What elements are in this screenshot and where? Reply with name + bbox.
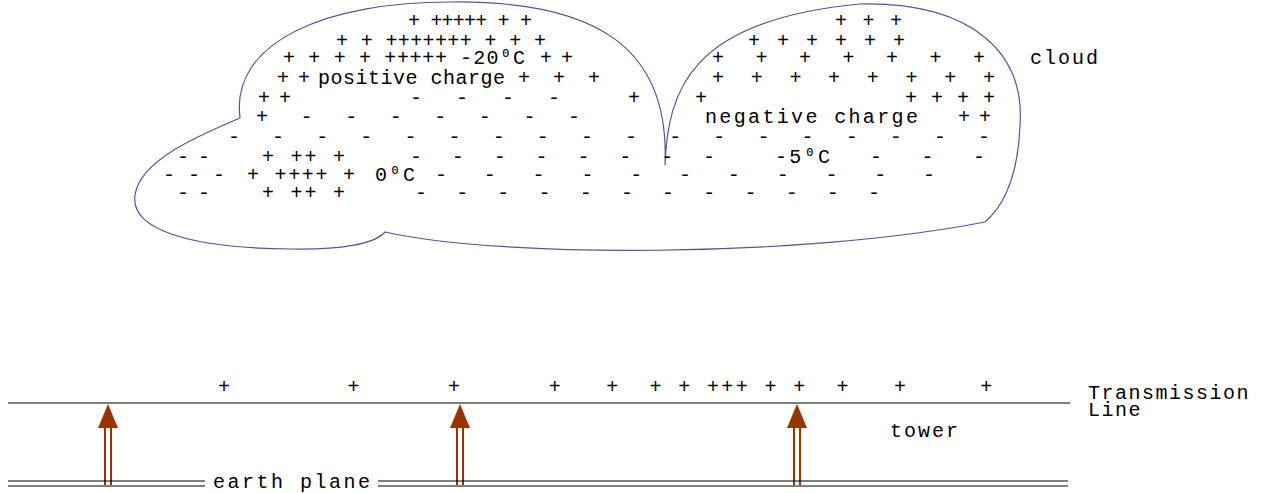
negative-charge-symbols: - - - - - - - - - - - - <box>415 184 889 204</box>
negative-charge-symbols: - - <box>177 148 209 168</box>
negative-charge-symbols: - - - <box>163 166 226 186</box>
positive-charge-symbols: + + + + <box>905 89 996 109</box>
region-label: positive charge <box>318 69 506 89</box>
positive-charge-symbols: + ++ + <box>262 184 347 204</box>
positive-charge-symbols: + + + + + + + <box>712 49 995 69</box>
negative-charge-symbols: - - - - - - - - - - - <box>435 166 947 186</box>
transmission-line <box>8 402 1070 403</box>
positive-charge-symbols: + + + <box>835 12 904 32</box>
cloud-outline <box>135 2 1021 250</box>
earth-plane-label: earth plane <box>213 473 373 493</box>
line-charge-symbols: + + + + + + + +++ + + + + + <box>218 378 995 398</box>
positive-charge-symbols: + + <box>258 89 290 109</box>
negative-charge-symbols: - - - <box>870 148 999 168</box>
positive-charge-symbols: + + + <box>518 69 606 89</box>
transmission-line-label: Transmission Line <box>1088 385 1258 419</box>
cloud-label: cloud <box>1030 49 1100 69</box>
positive-charge-symbols: + + + + +++++ <box>283 49 448 69</box>
region-label: negative charge <box>705 108 920 128</box>
tower-label: tower <box>890 422 960 442</box>
positive-charge-symbols: + + <box>540 49 572 69</box>
temperature-label: 0⁰C <box>375 166 417 186</box>
temperature-label: -20⁰C <box>460 49 526 69</box>
positive-charge-symbols: + <box>695 89 707 109</box>
tower-arrow <box>787 404 807 485</box>
negative-charge-symbols: - - - - - - - - - - - - - - - - - - <box>228 128 1000 148</box>
negative-charge-symbols: - - <box>177 184 209 204</box>
temperature-label: -5⁰C <box>775 148 832 168</box>
earth-plane-line <box>8 481 1068 486</box>
positive-charge-symbols: + ++ + <box>262 148 347 168</box>
charge-symbols: + - - - - - - - <box>256 108 590 128</box>
negative-charge-symbols: - - - - - - - - <box>410 148 724 168</box>
negative-charge-symbols: - - - - <box>410 89 571 109</box>
positive-charge-symbols: + + <box>277 69 309 89</box>
positive-charge-symbols: + <box>628 89 640 109</box>
positive-charge-symbols: + ++++ + <box>247 166 357 186</box>
positive-charge-symbols: + + + + + + + + <box>712 69 1002 89</box>
positive-charge-symbols: + + <box>958 108 990 128</box>
tower-arrow <box>450 404 470 485</box>
positive-charge-symbols: + +++++ + + <box>408 12 531 32</box>
cloud-outline: + +++++ + ++ + ++ + +++++++ + + ++ + + +… <box>0 0 1110 262</box>
tower-arrow <box>98 404 118 485</box>
